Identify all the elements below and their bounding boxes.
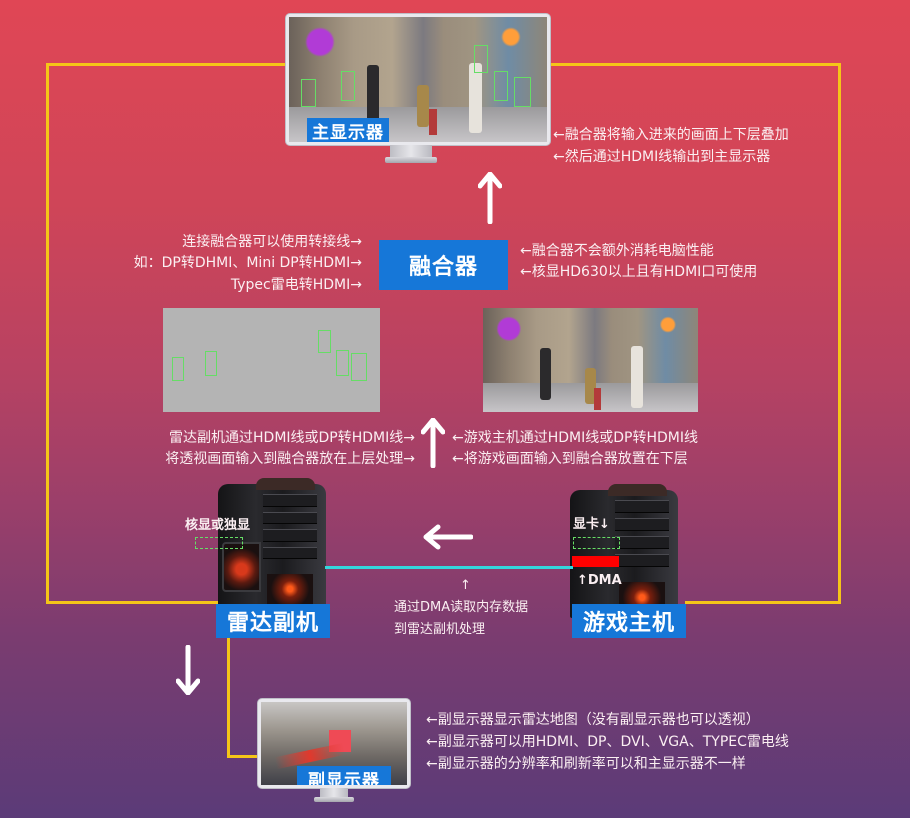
enemy-bbox (341, 71, 355, 101)
radar-pc-tower (218, 478, 326, 609)
arrow-up-icon (478, 172, 502, 224)
game-character (540, 348, 551, 400)
enemy-bbox (494, 71, 508, 101)
enemy-bbox (351, 353, 367, 381)
dma-pointer: ↑ (460, 578, 471, 593)
arrow-left-icon (423, 524, 473, 550)
radar-input-note: 雷达副机通过HDMI线或DP转HDMI线→ (169, 430, 415, 446)
main-monitor-base (385, 157, 437, 163)
radar-pc-gpu-slot (195, 537, 243, 549)
enemy-bbox (318, 330, 331, 353)
dma-transfer-note: 通过DMA读取内存数据 (394, 600, 529, 615)
enemy-bbox (172, 357, 184, 381)
fuser-left-note: 连接融合器可以使用转接线→ (182, 234, 362, 250)
game-pc-label: 游戏主机 (572, 604, 686, 638)
fuser-left-note: Typec雷电转HDMI→ (230, 277, 362, 293)
enemy-bbox (514, 77, 531, 107)
arrow-down-icon (176, 645, 200, 695)
secondary-monitor-stand (320, 788, 348, 798)
secondary-monitor-base (314, 797, 354, 802)
enemy-bbox (205, 351, 217, 376)
game-character (469, 63, 482, 133)
frame-wire-left (46, 63, 49, 604)
frame-wire-bottom-left (46, 601, 221, 604)
main-monitor-note: ←然后通过HDMI线输出到主显示器 (553, 149, 771, 165)
game-pc-tower (570, 484, 678, 618)
frame-wire-bottom-right (685, 601, 841, 604)
game-pc-gpu-slot (573, 537, 620, 549)
secondary-monitor-note: ←副显示器的分辨率和刷新率可以和主显示器不一样 (426, 756, 746, 772)
game-input-note: ←将游戏画面输入到融合器放置在下层 (452, 451, 688, 467)
main-monitor: 主显示器 (286, 14, 550, 145)
game-pc-dma-note: ↑DMA (577, 573, 622, 588)
radar-overlay-layer (163, 308, 380, 412)
game-layer-image (483, 308, 698, 412)
game-pc-dma-card (572, 556, 619, 567)
radar-pc-label: 雷达副机 (216, 604, 330, 638)
game-character (585, 368, 596, 404)
game-input-note: ←游戏主机通过HDMI线或DP转HDMI线 (452, 430, 698, 446)
frame-wire-top-left (46, 63, 288, 66)
radar-pc-gpu-note: 核显或独显 (185, 518, 251, 533)
dma-transfer-note: 到雷达副机处理 (394, 622, 486, 637)
dma-cable (325, 566, 573, 569)
secondary-monitor: 副显示器 (258, 699, 410, 788)
enemy-bbox (474, 45, 488, 73)
secondary-monitor-note: ←副显示器显示雷达地图（没有副显示器也可以透视） (426, 712, 760, 728)
frame-wire-top-right (550, 63, 841, 66)
game-character (367, 65, 379, 125)
secondary-wire-horizontal (227, 755, 260, 758)
secondary-wire-vertical (227, 636, 230, 758)
game-character (631, 346, 643, 408)
enemy-bbox (301, 79, 316, 107)
secondary-monitor-label: 副显示器 (297, 766, 391, 785)
main-monitor-note: ←融合器将输入进来的画面上下层叠加 (553, 127, 789, 143)
arrow-up-icon (421, 418, 445, 468)
secondary-monitor-screen: 副显示器 (261, 702, 407, 785)
fuser-box: 融合器 (379, 240, 508, 290)
main-monitor-stand (390, 145, 432, 159)
fuser-right-note: ←融合器不会额外消耗电脑性能 (520, 243, 714, 259)
radar-input-note: 将透视画面输入到融合器放在上层处理→ (165, 451, 415, 467)
secondary-monitor-note: ←副显示器可以用HDMI、DP、DVI、VGA、TYPEC雷电线 (426, 734, 789, 750)
main-monitor-screen: 主显示器 (289, 17, 547, 142)
main-monitor-label: 主显示器 (307, 118, 389, 142)
game-prop-lamp (429, 109, 437, 135)
fuser-left-note: 如：DP转DHMI、Mini DP转HDMI→ (133, 255, 362, 271)
game-prop-lamp (594, 388, 601, 410)
frame-wire-right (838, 63, 841, 604)
enemy-bbox (336, 350, 349, 376)
game-pc-gpu-note: 显卡↓ (573, 517, 610, 532)
fuser-right-note: ←核显HD630以上且有HDMI口可使用 (520, 264, 758, 280)
game-character (417, 85, 429, 127)
